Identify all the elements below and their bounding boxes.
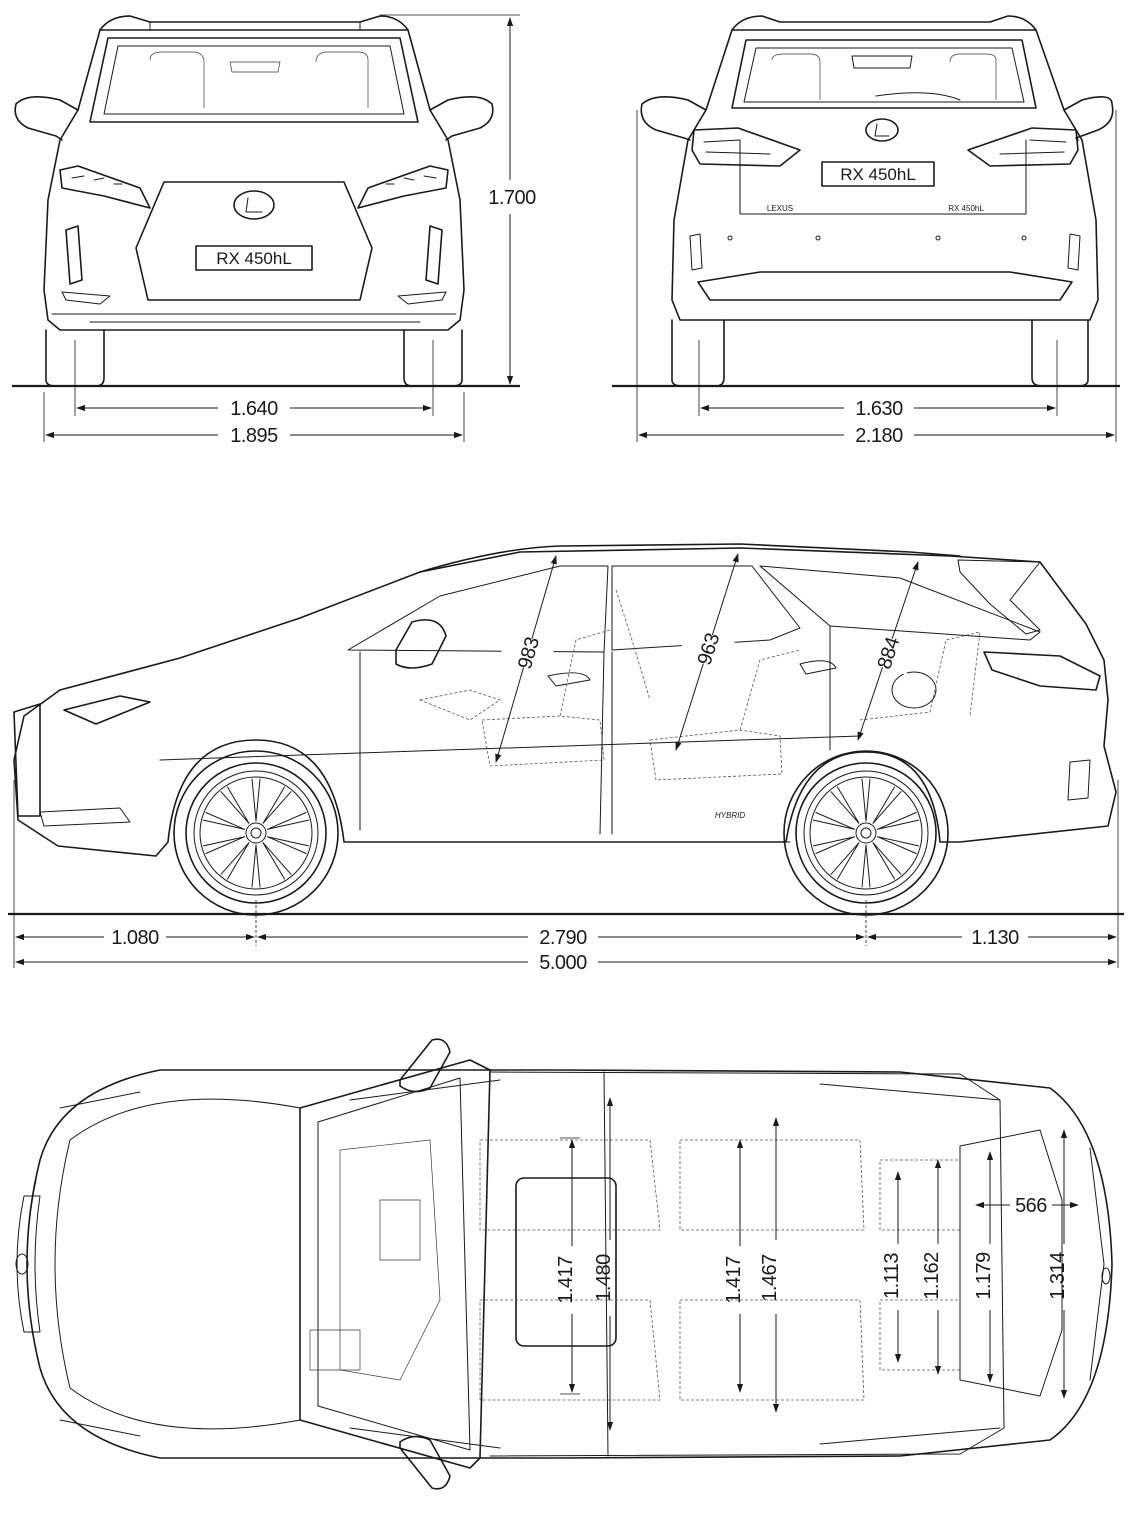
rear-plate-text: RX 450hL [840,165,916,184]
side-front-overhang-label: 1.080 [111,927,159,949]
rear-badge-left: LEXUS [767,204,793,213]
top-row3-hip-label: 1.162 [921,1252,943,1300]
top-row2-width-label: 1.467 [759,1254,781,1302]
top-cargo-width-label: 1.179 [973,1252,995,1300]
top-view: 1.417 1.480 1.417 1.467 1.113 1.162 1.17… [15,1038,1113,1490]
side-view: HYBRID 983 963 884 1.080 2.790 1.130 5.0… [8,543,1124,974]
rear-badge-right: RX 450hL [948,204,984,213]
top-cargo-length-label: 566 [1015,1195,1047,1217]
front-width-label: 1.895 [230,425,278,447]
front-plate-text: RX 450hL [216,249,292,268]
rear-track-label: 1.630 [855,398,903,420]
top-row1-width-label: 1.480 [593,1254,615,1302]
side-wheelbase-label: 2.790 [539,927,587,949]
rear-width-mirrors-label: 2.180 [855,425,903,447]
side-rear-overhang-label: 1.130 [971,927,1019,949]
front-track-label: 1.640 [230,398,278,420]
front-height-label: 1.700 [488,187,536,209]
side-hybrid-badge: HYBRID [715,811,745,820]
front-view: RX 450hL 1.700 1.640 1.895 [12,14,537,447]
rear-view: RX 450hL LEXUS RX 450hL 1.630 2.180 [612,15,1120,447]
top-rear-width-label: 1.314 [1047,1252,1069,1300]
top-row2-shoulder-label: 1.417 [723,1256,745,1304]
side-length-label: 5.000 [539,952,587,974]
top-row1-shoulder-label: 1.417 [555,1256,577,1304]
top-row3-shoulder-label: 1.113 [881,1253,903,1299]
